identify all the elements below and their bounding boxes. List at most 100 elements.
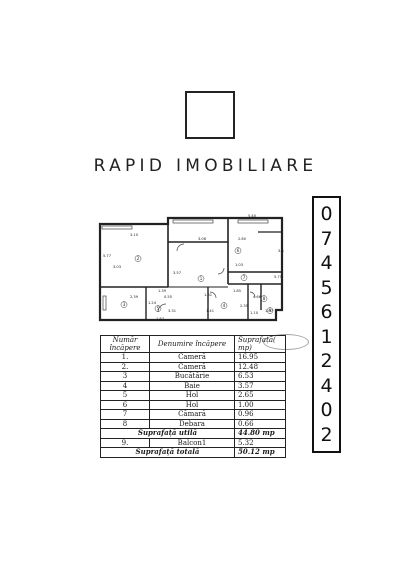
room-number-label: 7 — [243, 275, 246, 280]
room-number-label: 3 — [123, 302, 126, 307]
brand-name: RAPID IMOBILIARE — [93, 156, 318, 176]
total-area-value: 50.12 mp — [234, 447, 286, 458]
plan-dimension-label: 3.06 — [198, 237, 207, 241]
plan-dimension-label: 3.03 — [113, 265, 121, 269]
room-number-label: 5 — [157, 306, 160, 311]
plan-dimension-label: 1.41 — [206, 309, 214, 313]
useful-area-label: Suprafață utilă — [100, 428, 235, 439]
plan-dimension-label: 1.81 — [204, 293, 212, 297]
useful-area-row: Suprafață utilă 44.80 mp — [100, 428, 286, 439]
plan-dimension-label: 1.87 — [156, 317, 164, 321]
room-area: 16.95 — [234, 352, 286, 363]
room-area: 3.57 — [234, 380, 286, 391]
plan-details — [101, 219, 269, 313]
room-number-label: 6 — [237, 248, 240, 253]
room-number: 6 — [100, 399, 150, 410]
room-number-circle — [234, 247, 242, 254]
plan-dimension-label: 3.10 — [130, 233, 139, 237]
room-number-label: 4 — [223, 303, 226, 308]
room-number-circle — [134, 255, 142, 262]
plan-dimension-label: 5.77 — [103, 254, 111, 258]
phone-digit: 0 — [320, 203, 333, 225]
room-number-circle — [260, 295, 268, 302]
room-number: 4 — [100, 380, 150, 391]
room-number-label: 9 — [269, 308, 272, 313]
room-number-circle — [197, 275, 205, 282]
phone-digit: 4 — [320, 374, 333, 397]
room-number: 3 — [100, 371, 150, 382]
plan-dimension-labels: 5.403.103.062.603.805.773.575.751.032.39… — [103, 214, 284, 321]
room-name: Debara — [149, 418, 235, 429]
plan-dimension-label: 1.03 — [235, 263, 243, 267]
plan-dimension-label: 3.31 — [168, 309, 176, 313]
balcony-nr: 9. — [100, 437, 150, 448]
plan-dimension-label: 1.07 — [265, 309, 273, 313]
room-area: 2.65 — [234, 390, 286, 401]
room-number-circle — [240, 274, 248, 281]
plan-dimension-label: 1.85 — [233, 289, 241, 293]
room-area: 0.66 — [234, 418, 286, 429]
room-name: Cameră — [149, 361, 235, 372]
room-number: 7 — [100, 409, 150, 420]
room-name: Hol — [149, 390, 235, 401]
phone-digit: 2 — [320, 350, 333, 373]
useful-area-value: 44.80 mp — [234, 428, 286, 439]
room-number-circle — [154, 305, 162, 312]
phone-digit: 2 — [320, 423, 333, 446]
room-number-circle — [120, 301, 128, 308]
phone-digit: 5 — [320, 276, 333, 299]
total-area-row: Suprafață totală 50.12 mp — [100, 447, 286, 458]
room-name: Cameră — [149, 352, 235, 363]
room-name: Hol — [149, 399, 235, 410]
room-number-label: 2 — [137, 256, 140, 261]
room-name: Cămară — [149, 409, 235, 420]
plan-walls — [98, 216, 284, 322]
plan-dimension-label: 1.10 — [250, 311, 259, 315]
room-number: 2. — [100, 361, 150, 372]
balcony-name: Balcon1 — [149, 437, 235, 448]
total-area-label: Suprafață totală — [100, 447, 235, 458]
plan-dimension-label: 2.60 — [238, 237, 247, 241]
floor-plan: 5.403.103.062.603.805.773.575.751.032.39… — [98, 214, 284, 322]
phone-digit: 4 — [320, 252, 333, 275]
room-area: 12.48 — [234, 361, 286, 372]
plan-dimension-label: 0.55 — [164, 295, 172, 299]
phone-digit: 0 — [320, 399, 333, 422]
phone-digit: 7 — [320, 227, 333, 250]
table-header-row: Număr încăpere Denumire încăpere Suprafa… — [100, 335, 286, 353]
room-number: 8 — [100, 418, 150, 429]
plan-dimension-label: 2.39 — [130, 295, 139, 299]
plan-dimension-label: 5.75 — [274, 275, 282, 279]
area-table: Număr încăpere Denumire încăpere Suprafa… — [100, 335, 286, 458]
room-number-circle — [220, 302, 228, 309]
room-number: 5 — [100, 390, 150, 401]
room-name: Baie — [149, 380, 235, 391]
phone-digit: 6 — [320, 301, 333, 324]
header-name: Denumire încăpere — [149, 335, 235, 353]
room-number-label: 1 — [200, 276, 203, 281]
room-number: 1. — [100, 352, 150, 363]
header-area: Suprafață( mp) — [234, 335, 286, 353]
room-name: Bucătărie — [149, 371, 235, 382]
balcony-area: 5.32 — [234, 437, 286, 448]
room-area: 6.53 — [234, 371, 286, 382]
plan-dimension-label: 5.40 — [248, 214, 257, 218]
plan-dimension-label: 3.57 — [173, 271, 181, 275]
header-nr: Număr încăpere — [100, 335, 150, 353]
room-number-circle — [266, 307, 274, 314]
balcony-row: 9. Balcon1 5.32 — [100, 437, 286, 448]
logo-square — [185, 91, 235, 139]
phone-digit: 1 — [320, 325, 333, 348]
plan-dimension-label: 1.39 — [158, 289, 167, 293]
room-area: 1.00 — [234, 399, 286, 410]
plan-dimension-label: 2.35 — [240, 304, 248, 308]
